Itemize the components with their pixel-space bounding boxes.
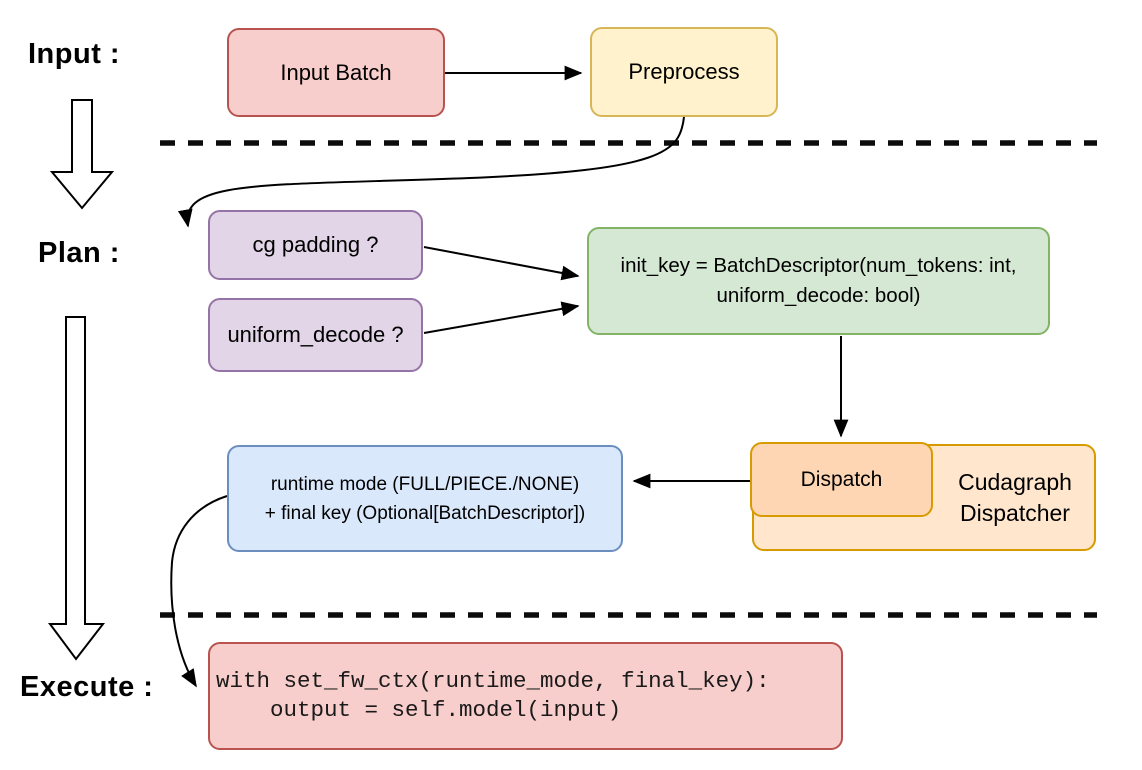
arrow-cgpadding-to-initkey [423,246,580,281]
node-execute-code: with set_fw_ctx(runtime_mode, final_key)… [208,642,843,750]
arrow-uniformdecode-to-initkey [423,301,580,334]
node-cg-padding-label: cg padding ? [252,232,379,257]
node-init-key: init_key = BatchDescriptor(num_tokens: i… [587,227,1050,335]
node-init-key-line2: uniform_decode: bool) [716,284,921,307]
node-execute-code-line1: with set_fw_ctx(runtime_mode, final_key)… [216,668,770,694]
hollow-down-arrow-input-to-plan [49,99,115,210]
node-cudagraph-dispatcher-line2: Dispatcher [960,499,1070,526]
node-preprocess: Preprocess [590,27,778,117]
node-cg-padding: cg padding ? [208,210,423,280]
node-uniform-decode-label: uniform_decode ? [227,322,404,347]
node-input-batch-label: Input Batch [280,59,392,85]
arrow-runtimekey-to-executecode [170,495,228,688]
node-runtime-key-line2: + final key (Optional[BatchDescriptor]) [264,502,586,524]
node-init-key-line1: init_key = BatchDescriptor(num_tokens: i… [620,254,1017,277]
node-preprocess-label: Preprocess [628,59,740,84]
node-input-batch: Input Batch [227,28,445,117]
node-dispatch: Dispatch [750,442,933,517]
hollow-down-arrow-plan-to-execute [48,316,106,661]
arrow-preprocess-to-cgpadding [177,116,685,228]
node-dispatch-label: Dispatch [800,467,883,491]
section-label-execute: Execute : [20,671,154,703]
section-label-input: Input : [28,38,121,70]
node-cudagraph-dispatcher-text: Cudagraph Dispatcher [932,446,1098,549]
section-label-plan: Plan : [38,237,120,269]
node-uniform-decode: uniform_decode ? [208,298,423,372]
node-runtime-key: runtime mode (FULL/PIECE./NONE) + final … [227,445,623,552]
node-runtime-key-line1: runtime mode (FULL/PIECE./NONE) [270,473,580,495]
node-cudagraph-dispatcher-line1: Cudagraph [958,468,1072,495]
node-execute-code-line2: output = self.model(input) [216,697,622,723]
